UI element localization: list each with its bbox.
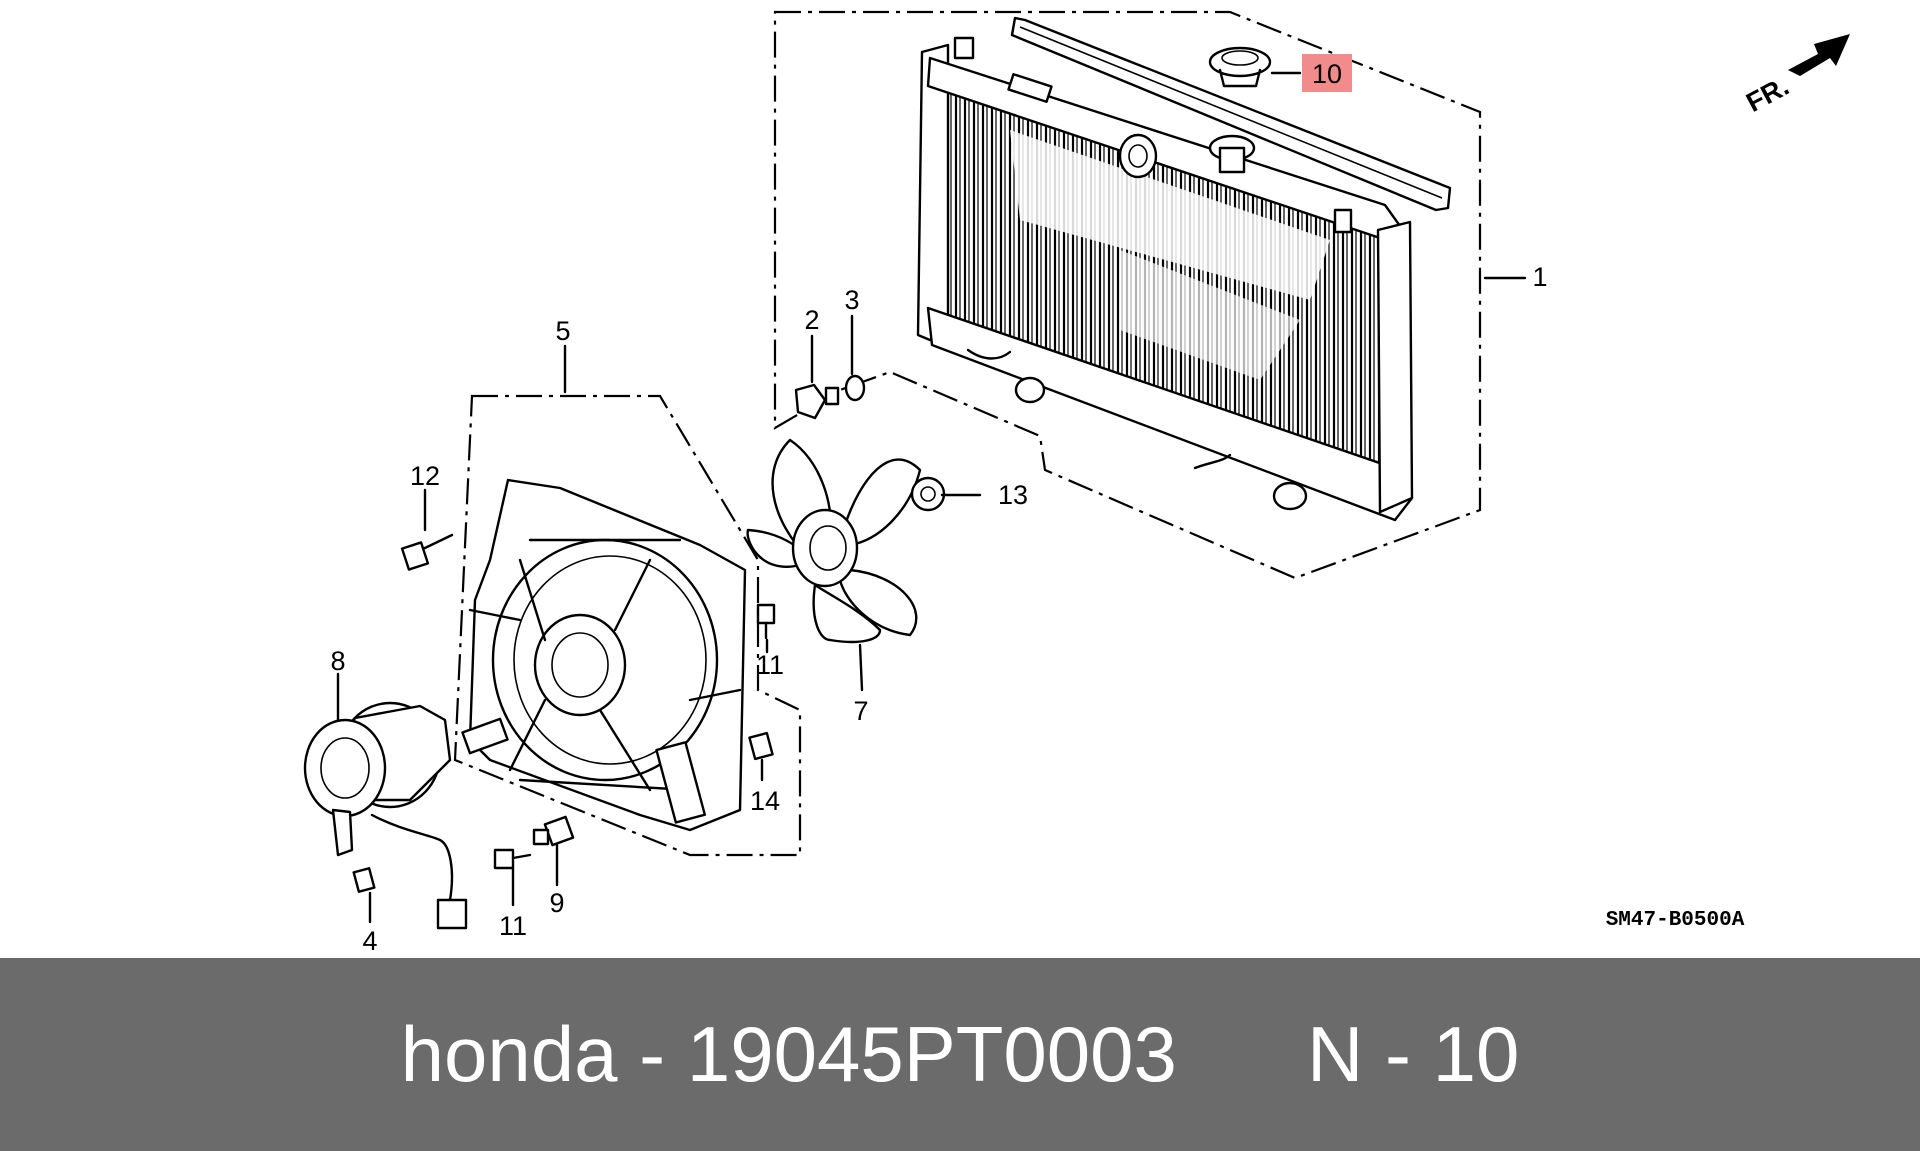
front-arrow-icon <box>1788 34 1850 76</box>
caption-gap <box>1177 1010 1307 1098</box>
radiator-seal-strip <box>1010 16 1452 212</box>
ref-separator: - <box>1363 1010 1433 1098</box>
fan-shroud-group <box>453 394 802 857</box>
callout-7: 7 <box>853 696 868 726</box>
front-marker-label: FR. <box>1741 71 1793 118</box>
footer-caption: honda - 19045PT0003 N - 10 <box>401 1009 1520 1100</box>
callout-labels: 1 2 3 4 5 7 8 9 10 11 11 12 13 14 <box>330 59 1547 956</box>
radiator-right-tank <box>1376 220 1414 514</box>
callout-12: 12 <box>410 461 440 491</box>
highlight-box <box>1302 54 1352 92</box>
callout-3: 3 <box>844 285 859 315</box>
bolt <box>493 848 515 870</box>
drain-plug <box>794 383 827 420</box>
upper-hose-outlet <box>1118 133 1158 179</box>
bolt <box>756 603 776 625</box>
part-number: 19045PT0003 <box>686 1010 1177 1098</box>
o-ring <box>844 374 866 402</box>
parts-diagram: FR. <box>303 10 1850 956</box>
callout-4: 4 <box>362 926 377 956</box>
callout-5: 5 <box>555 316 570 346</box>
fan-motor <box>303 701 468 930</box>
radiator-group <box>773 10 1482 580</box>
bolt <box>400 541 430 571</box>
clip <box>352 867 376 893</box>
callout-10: 10 <box>1312 59 1342 89</box>
lower-hose-outlet <box>1272 481 1308 511</box>
callout-2: 2 <box>804 305 819 335</box>
ref-prefix: N <box>1306 1010 1364 1098</box>
clip-nut <box>748 731 774 761</box>
callout-8: 8 <box>330 646 345 676</box>
footer-bar: honda - 19045PT0003 N - 10 <box>0 958 1920 1151</box>
brand-name: honda <box>400 1010 618 1098</box>
leader-lines <box>336 276 1527 924</box>
diagram-code: SM47-B0500A <box>1606 909 1745 932</box>
radiator-cap <box>1208 46 1302 88</box>
callout-9: 9 <box>549 888 564 918</box>
front-direction-marker: FR. <box>1741 34 1850 118</box>
ref-number: 10 <box>1432 1010 1520 1098</box>
callout-11-upper: 11 <box>756 650 784 680</box>
callout-14: 14 <box>750 786 780 816</box>
hardware-parts <box>352 374 946 893</box>
callout-13: 13 <box>998 480 1028 510</box>
nut <box>910 476 946 512</box>
radiator-lower-tank <box>926 306 1414 522</box>
brand-separator: - <box>617 1010 687 1098</box>
callout-1: 1 <box>1532 262 1547 292</box>
cooling-fan <box>746 438 922 692</box>
callout-11-lower: 11 <box>499 911 527 941</box>
fan-shroud-group-outline <box>453 394 802 857</box>
lower-outlet <box>1014 376 1046 404</box>
